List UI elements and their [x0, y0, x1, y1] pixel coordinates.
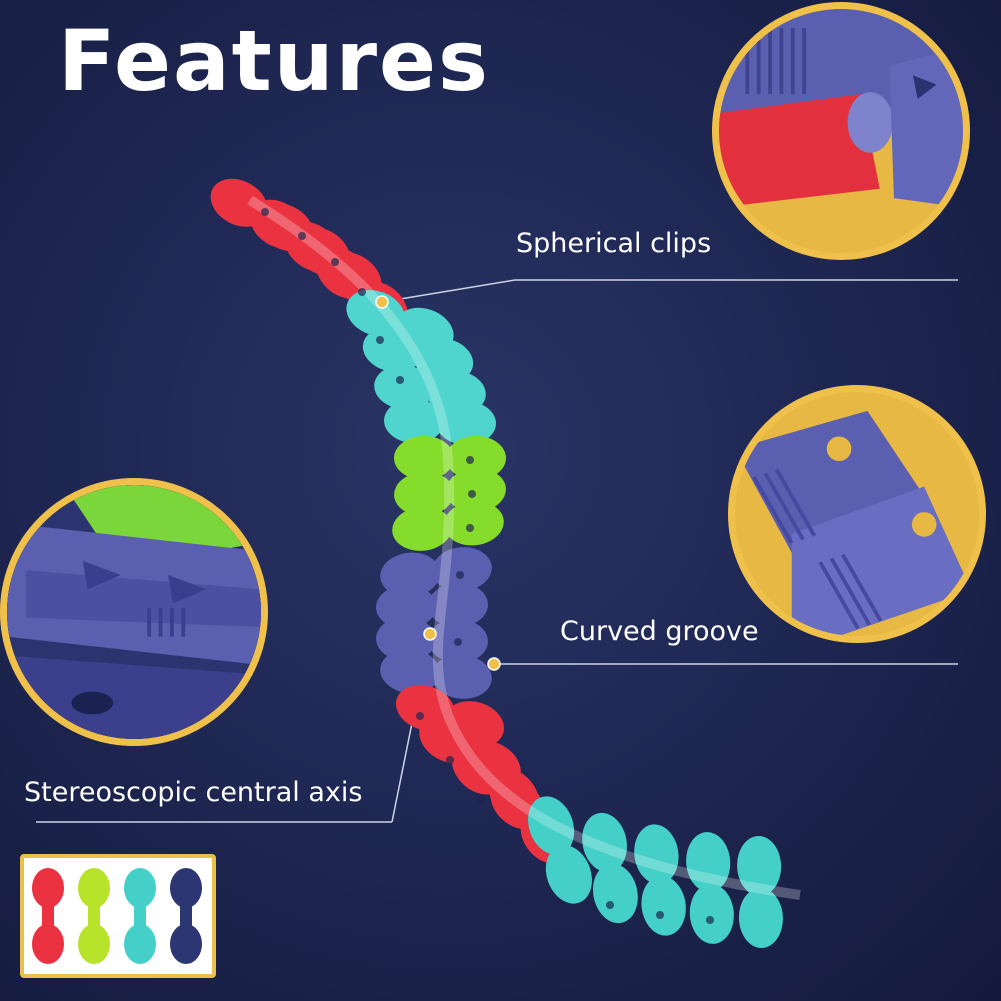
zoom-spherical-clip: [712, 2, 970, 260]
callout-central-axis: Stereoscopic central axis: [24, 777, 363, 808]
zoom-central-axis: [0, 478, 268, 746]
swatch-red: [32, 868, 64, 964]
swatch-navy: [170, 868, 202, 964]
swatch-cyan: [124, 868, 156, 964]
callout-curved-groove: Curved groove: [560, 616, 759, 647]
zoom-curved-groove: [728, 385, 986, 643]
page-title: Features: [58, 12, 490, 110]
callout-spherical-clips: Spherical clips: [516, 228, 712, 259]
color-options-card: [20, 854, 216, 978]
swatch-green: [78, 868, 110, 964]
